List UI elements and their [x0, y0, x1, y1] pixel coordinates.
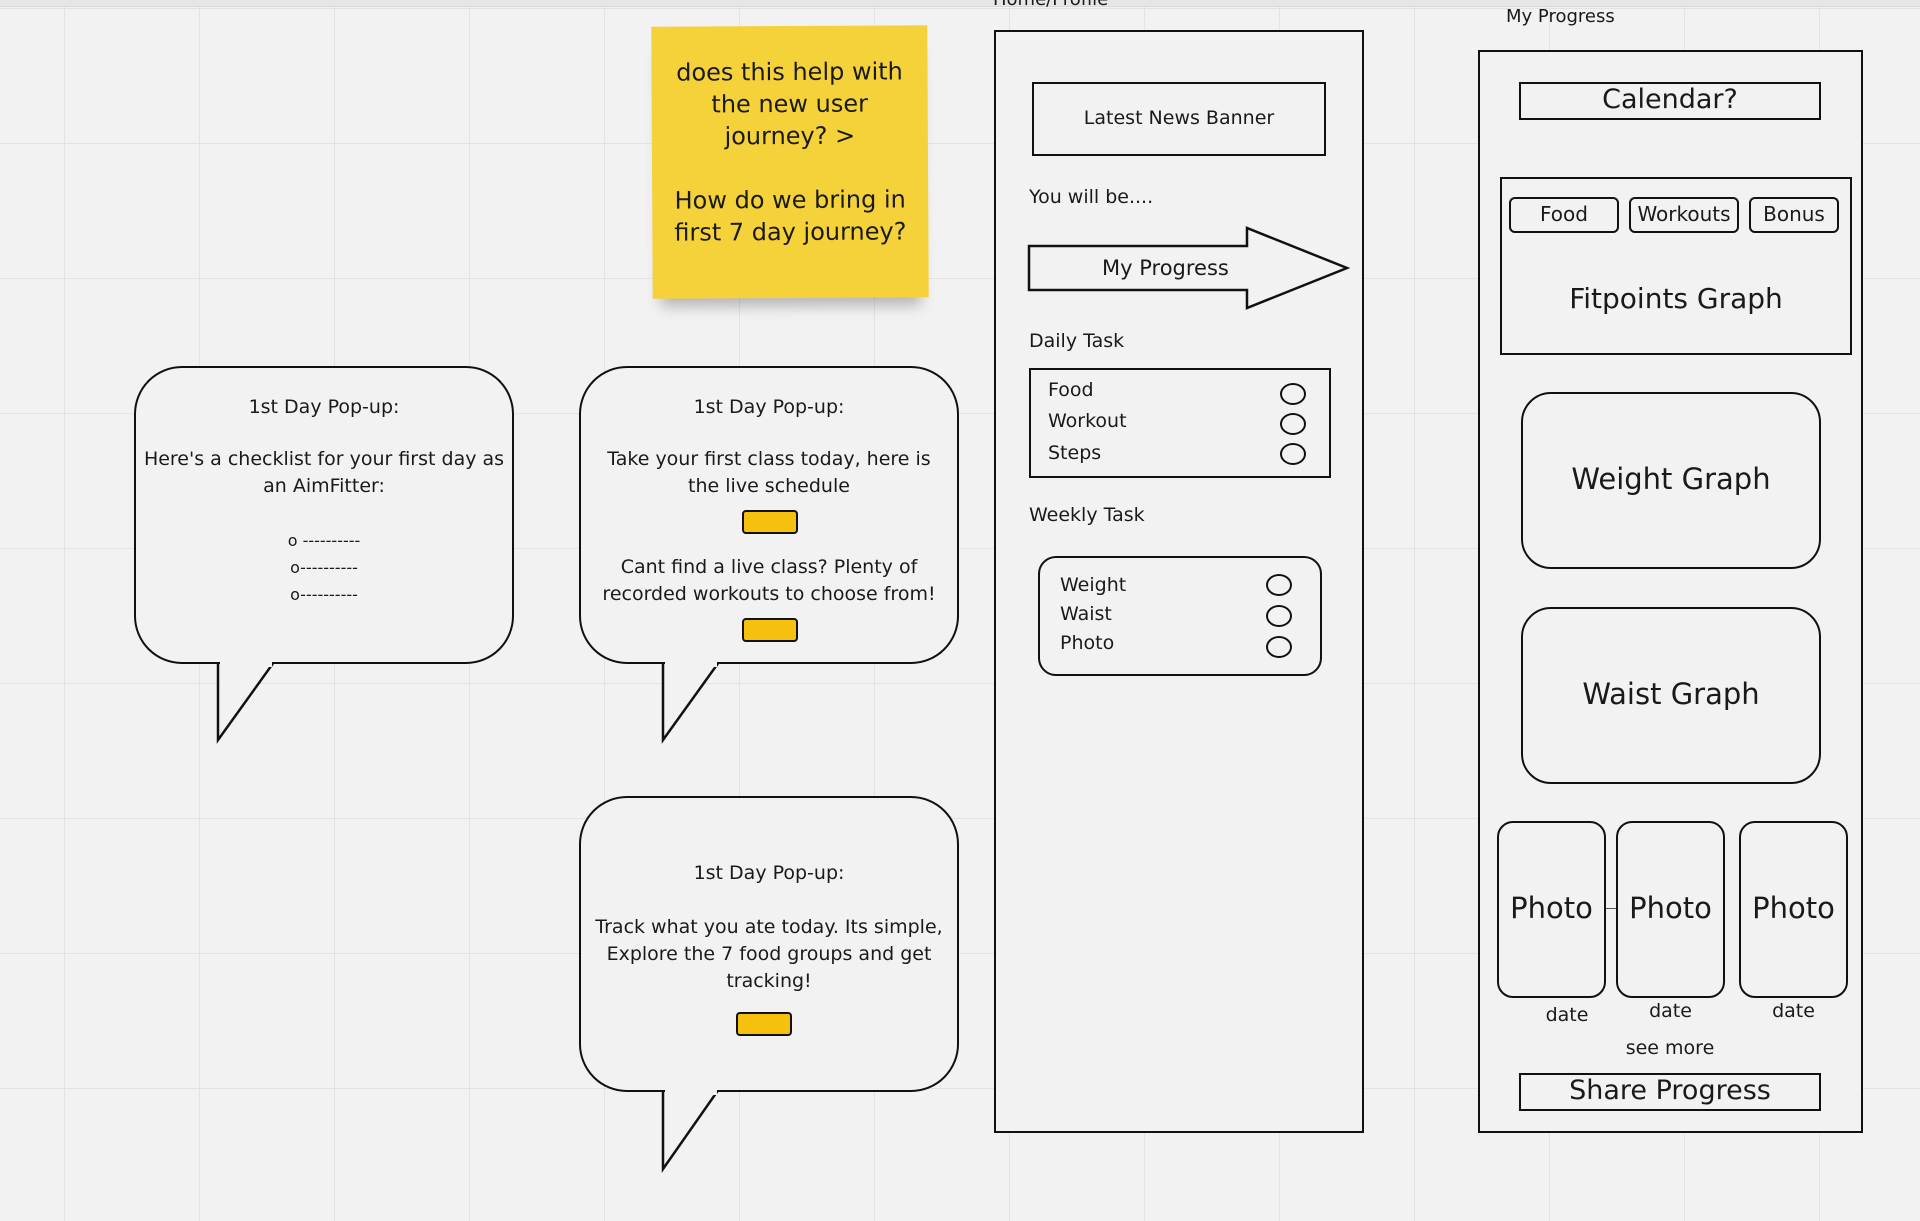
sticky-line: does this help with [676, 57, 903, 87]
you-will-be-label: You will be.... [1029, 186, 1154, 208]
sticky-line: first 7 day journey? [674, 217, 907, 247]
weight-graph[interactable]: Weight Graph [1521, 392, 1821, 569]
bubble-body: Take your first class today, here is the… [581, 446, 957, 500]
frame-label-progress: My Progress [1506, 6, 1615, 27]
fitpoints-graph: Fitpoints Graph [1569, 282, 1783, 315]
checklist-item: o---------- [290, 585, 358, 604]
start-tracking-button[interactable] [736, 1012, 792, 1036]
weekly-task-list: Weight Waist Photo [1038, 556, 1322, 676]
bubble-line: Take your first class today, here is [607, 448, 931, 470]
speech-bubble-tail-cover [665, 658, 717, 667]
weekly-task-photo: Photo [1060, 632, 1115, 654]
bubble-title: 1st Day Pop-up: [693, 396, 845, 418]
speech-bubble-tail [216, 656, 277, 744]
popup-bubble-food-tracking[interactable]: 1st Day Pop-up: Track what you ate today… [579, 796, 959, 1092]
weekly-waist-checkbox[interactable] [1266, 605, 1292, 627]
daily-steps-checkbox[interactable] [1280, 443, 1306, 465]
daily-food-checkbox[interactable] [1280, 383, 1306, 405]
tab-workouts[interactable]: Workouts [1629, 197, 1739, 233]
photo-tile-1[interactable]: Photo [1497, 821, 1606, 998]
tab-bonus[interactable]: Bonus [1749, 197, 1839, 233]
waist-graph[interactable]: Waist Graph [1521, 607, 1821, 784]
bubble-title: 1st Day Pop-up: [693, 862, 845, 884]
speech-bubble-tail [661, 656, 722, 744]
bubble-line: an AimFitter: [263, 475, 385, 497]
weekly-photo-checkbox[interactable] [1266, 636, 1292, 658]
live-schedule-button[interactable] [742, 510, 798, 534]
weekly-task-label: Weekly Task [1029, 504, 1145, 526]
home-profile-frame[interactable]: Latest News Banner You will be.... My Pr… [994, 30, 1364, 1133]
popup-bubble-checklist[interactable]: 1st Day Pop-up: Here's a checklist for y… [134, 366, 514, 664]
sticky-line [652, 151, 928, 184]
bubble-body: Cant find a live class? Plenty of record… [581, 554, 957, 608]
photo-date-2: date [1649, 1000, 1692, 1022]
bubble-line: recorded workouts to choose from! [602, 583, 936, 605]
calendar-box[interactable]: Calendar? [1519, 82, 1821, 120]
bubble-line: Explore the 7 food groups and get [606, 943, 932, 965]
sticky-line: journey? > [724, 121, 856, 151]
see-more-link[interactable]: see more [1625, 1037, 1715, 1059]
speech-bubble-tail-cover [220, 658, 272, 667]
my-progress-frame[interactable]: Calendar? Food Workouts Bonus Fitpoints … [1478, 50, 1863, 1133]
my-progress-arrow[interactable] [1027, 226, 1353, 316]
daily-task-workout: Workout [1048, 410, 1127, 432]
bubble-line: Track what you ate today. Its simple, [595, 916, 943, 938]
bubble-title: 1st Day Pop-up: [248, 396, 400, 418]
weekly-task-weight: Weight [1060, 574, 1127, 596]
sticky-note-text: does this help with the new user journey… [651, 55, 928, 248]
daily-task-label: Daily Task [1029, 330, 1125, 352]
share-progress-button[interactable]: Share Progress [1519, 1073, 1821, 1111]
bubble-body: Track what you ate today. Its simple, Ex… [581, 914, 957, 995]
bubble-line: Cant find a live class? Plenty of [620, 556, 918, 578]
weekly-weight-checkbox[interactable] [1266, 574, 1292, 596]
photo-connector [1606, 908, 1618, 909]
daily-task-list: Food Workout Steps [1029, 368, 1331, 478]
fitpoints-panel: Food Workouts Bonus Fitpoints Graph [1500, 177, 1852, 355]
photo-date-1: date [1545, 1004, 1589, 1026]
checklist-item: o---------- [290, 558, 358, 577]
bubble-body: Here's a checklist for your first day as… [136, 446, 512, 608]
photo-tile-3[interactable]: Photo [1739, 821, 1848, 998]
daily-task-steps: Steps [1048, 442, 1102, 464]
daily-workout-checkbox[interactable] [1280, 413, 1306, 435]
bubble-line: the live schedule [688, 475, 850, 497]
bubble-line: tracking! [726, 970, 812, 992]
photo-tile-2[interactable]: Photo [1616, 821, 1725, 998]
popup-bubble-live-class[interactable]: 1st Day Pop-up: Take your first class to… [579, 366, 959, 664]
daily-task-food: Food [1048, 379, 1094, 401]
recorded-workouts-button[interactable] [742, 618, 798, 642]
bubble-line: Here's a checklist for your first day as [143, 448, 505, 470]
tab-food[interactable]: Food [1509, 197, 1619, 233]
photo-date-3: date [1772, 1000, 1815, 1022]
bubble-line [136, 500, 512, 527]
sticky-line: How do we bring in [674, 185, 906, 215]
checklist-item: o ---------- [287, 531, 361, 550]
frame-label-home: Home/Profile [993, 0, 1108, 10]
weekly-task-waist: Waist [1060, 603, 1112, 625]
my-progress-arrow-label: My Progress [1102, 256, 1229, 280]
sticky-note[interactable]: does this help with the new user journey… [651, 25, 929, 299]
speech-bubble-tail-cover [665, 1086, 717, 1095]
news-banner[interactable]: Latest News Banner [1032, 82, 1326, 156]
toolbar-strip [0, 0, 1920, 7]
sticky-line: the new user [711, 89, 869, 119]
